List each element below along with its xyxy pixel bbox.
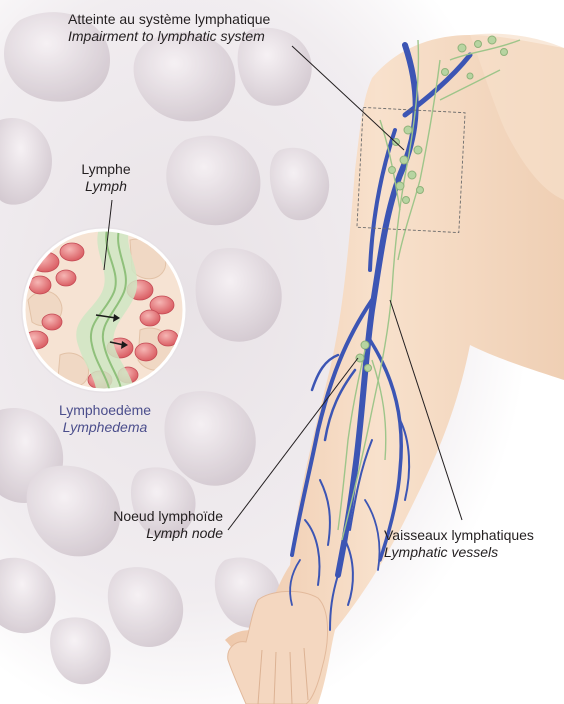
lymphatic-vessels-label-fr: Vaisseaux lymphatiques [384, 527, 534, 544]
lymphedema-label-fr: Lymphoedème [40, 402, 170, 419]
impairment-label-en: Impairment to lymphatic system [68, 28, 270, 45]
lymph-label: Lymphe Lymph [66, 161, 146, 195]
lymphedema-label-en: Lymphedema [40, 419, 170, 436]
lymphedema-label: Lymphoedème Lymphedema [40, 402, 170, 436]
impairment-label: Atteinte au système lymphatique Impairme… [68, 11, 270, 45]
lymph-node-label-fr: Noeud lymphoïde [80, 508, 223, 525]
lymph-node-label: Noeud lymphoïde Lymph node [80, 508, 223, 542]
impairment-label-fr: Atteinte au système lymphatique [68, 11, 270, 28]
lymph-label-fr: Lymphe [66, 161, 146, 178]
lymphatic-vessels-label: Vaisseaux lymphatiques Lymphatic vessels [384, 527, 534, 561]
lymphatic-vessels-label-en: Lymphatic vessels [384, 544, 534, 561]
lymph-label-en: Lymph [66, 178, 146, 195]
lymph-node-label-en: Lymph node [80, 525, 223, 542]
